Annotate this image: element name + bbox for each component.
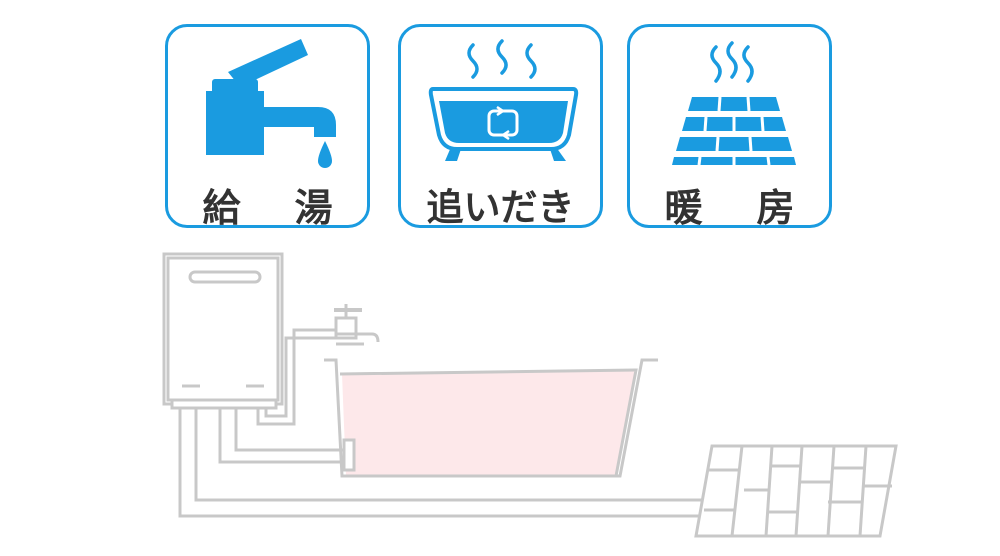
bathtub	[324, 358, 658, 478]
reheating-pipes	[218, 408, 344, 464]
hot-water-label-char-2: 湯	[294, 186, 333, 230]
floor-heating-label-char-2: 房	[756, 186, 795, 230]
faucet	[334, 304, 380, 346]
hot-water-label-char-1: 給	[202, 186, 241, 230]
reheating-label: 追いだき	[426, 186, 575, 229]
floor-heating-label: 暖房	[630, 177, 829, 232]
hot-water-supply-card: 給湯	[165, 24, 370, 230]
floor-heating-label-char-1: 暖	[664, 186, 703, 230]
hot-water-pipe	[256, 328, 336, 426]
reheating-card: 追いだき	[398, 24, 603, 229]
floor-heating-pipes	[178, 408, 710, 518]
floor-heating-card: 暖房	[627, 24, 832, 230]
faucet-icon	[206, 39, 336, 168]
water-heater-unit	[162, 252, 284, 410]
bathtub-icon	[428, 39, 579, 161]
heated-floor-panel	[694, 444, 898, 538]
floor-heating-icon	[672, 41, 796, 166]
hot-water-supply-label: 給湯	[168, 177, 367, 232]
